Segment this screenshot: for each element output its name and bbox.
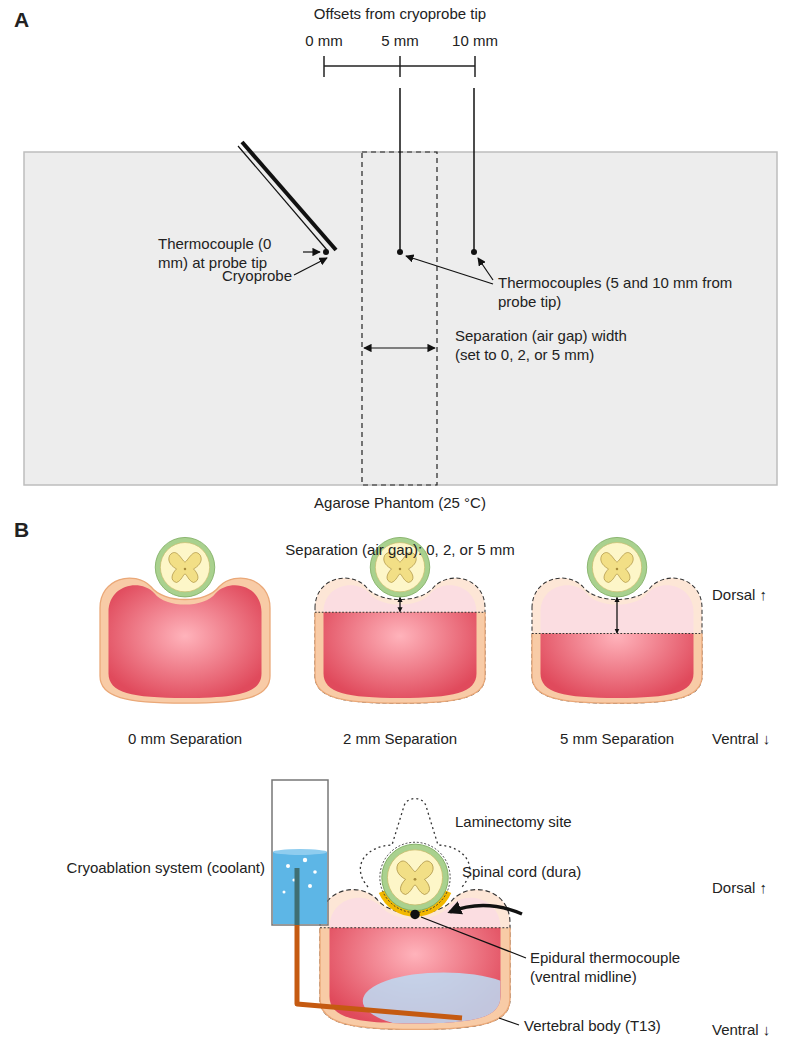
offset-label: 0 mm	[294, 31, 354, 50]
condition-label: 2 mm Separation	[320, 729, 480, 748]
drawing-line	[294, 258, 327, 275]
drawing-line	[364, 347, 435, 348]
drawing-line	[616, 598, 617, 633]
drawing-g	[100, 537, 270, 703]
callout-label: Cryoprobe	[222, 266, 292, 285]
condition-label: 5 mm Separation	[537, 729, 697, 748]
callout-label: Laminectomy site	[455, 812, 572, 831]
drawing-use	[587, 537, 647, 597]
drawing-circle	[410, 910, 420, 920]
drawing-line	[421, 917, 526, 958]
drawing-g	[315, 612, 485, 703]
drawing-line	[406, 256, 493, 284]
offset-label: 10 mm	[445, 31, 505, 50]
drawing-line	[499, 1018, 519, 1025]
drawing-line	[474, 56, 476, 77]
drawing-line	[242, 142, 336, 250]
callout-label: Epidural thermocouple (ventral midline)	[530, 948, 700, 986]
orientation-label: Dorsal ↑	[712, 585, 767, 604]
drawing-line	[238, 146, 327, 250]
dimension-label: Separation (air gap) width (set to 0, 2,…	[455, 326, 655, 364]
drawing-g	[532, 634, 702, 704]
drawing-line	[399, 56, 401, 77]
offset-label: 5 mm	[370, 31, 430, 50]
drawing-circle	[286, 864, 290, 868]
orientation-label: Ventral ↓	[712, 729, 770, 748]
drawing-circle	[308, 884, 312, 888]
axis-title: Offsets from cryoprobe tip	[250, 4, 550, 23]
drawing-line	[399, 88, 401, 252]
drawing-path	[450, 905, 522, 914]
drawing-use	[155, 537, 215, 597]
callout-label: Thermocouples (5 and 10 mm from probe ti…	[498, 273, 738, 311]
drawing-line	[303, 251, 320, 252]
callout-label: Cryoablation system (coolant)	[10, 858, 265, 877]
orientation-label: Ventral ↓	[712, 1020, 770, 1039]
drawing-g	[363, 972, 520, 1029]
callout-label: Spinal cord (dura)	[462, 862, 581, 881]
drawing-line	[323, 56, 325, 77]
drawing-g	[363, 972, 525, 1029]
drawing-use	[315, 612, 485, 703]
drawing-use	[532, 634, 702, 704]
drawing-line	[399, 598, 400, 612]
drawing-circle	[397, 249, 403, 255]
drawing-line	[315, 612, 485, 613]
drawing-rect	[273, 852, 327, 924]
drawing-circle	[313, 870, 317, 874]
drawing-circle	[323, 249, 329, 255]
drawing-rect	[272, 780, 328, 925]
drawing-ellipse	[363, 972, 520, 1029]
drawing-use	[382, 844, 449, 911]
drawing-line	[478, 258, 493, 280]
drawing-circle	[303, 858, 307, 862]
drawing-ellipse	[273, 849, 327, 855]
drawing-line	[295, 868, 300, 925]
panel-letter: B	[14, 518, 29, 542]
drawing-g	[315, 537, 485, 703]
drawing-circle	[283, 891, 286, 894]
drawing-g	[532, 537, 702, 703]
drawing-line	[320, 927, 510, 928]
condition-label: 0 mm Separation	[105, 729, 265, 748]
callout-label: Thermocouple (0 mm) at probe tip	[158, 234, 303, 272]
orientation-label: Dorsal ↑	[712, 878, 767, 897]
callout-label: Vertebral body (T13)	[524, 1016, 661, 1035]
drawing-circle	[380, 842, 450, 912]
phantom-label: Agarose Phantom (25 °C)	[250, 493, 550, 512]
drawing-line	[473, 88, 475, 252]
panel-letter: A	[14, 8, 29, 32]
panel-title: Separation (air gap): 0, 2, or 5 mm	[200, 540, 600, 559]
drawing-polyline	[297, 925, 462, 1018]
drawing-circle	[471, 249, 477, 255]
drawing-line	[532, 633, 702, 634]
